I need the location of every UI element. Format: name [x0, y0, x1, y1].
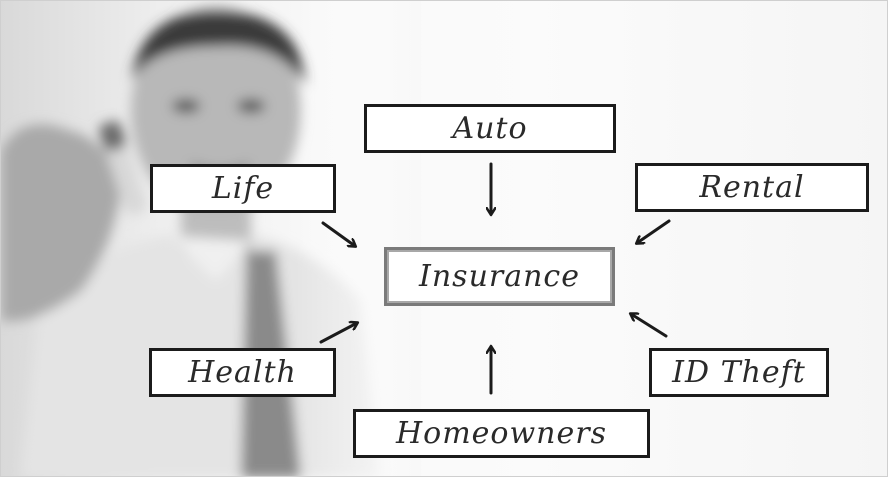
node-life: Life — [150, 164, 336, 213]
arrow-health — [319, 323, 357, 344]
node-auto: Auto — [364, 104, 616, 153]
arrow-id-theft — [631, 314, 668, 338]
arrow-life — [321, 221, 355, 246]
arrow-rental — [637, 219, 671, 243]
node-health: Health — [149, 348, 336, 397]
node-homeowners: Homeowners — [353, 409, 650, 458]
node-insurance: Insurance — [384, 247, 615, 306]
node-id-theft: ID Theft — [649, 348, 829, 397]
node-rental: Rental — [635, 163, 869, 212]
